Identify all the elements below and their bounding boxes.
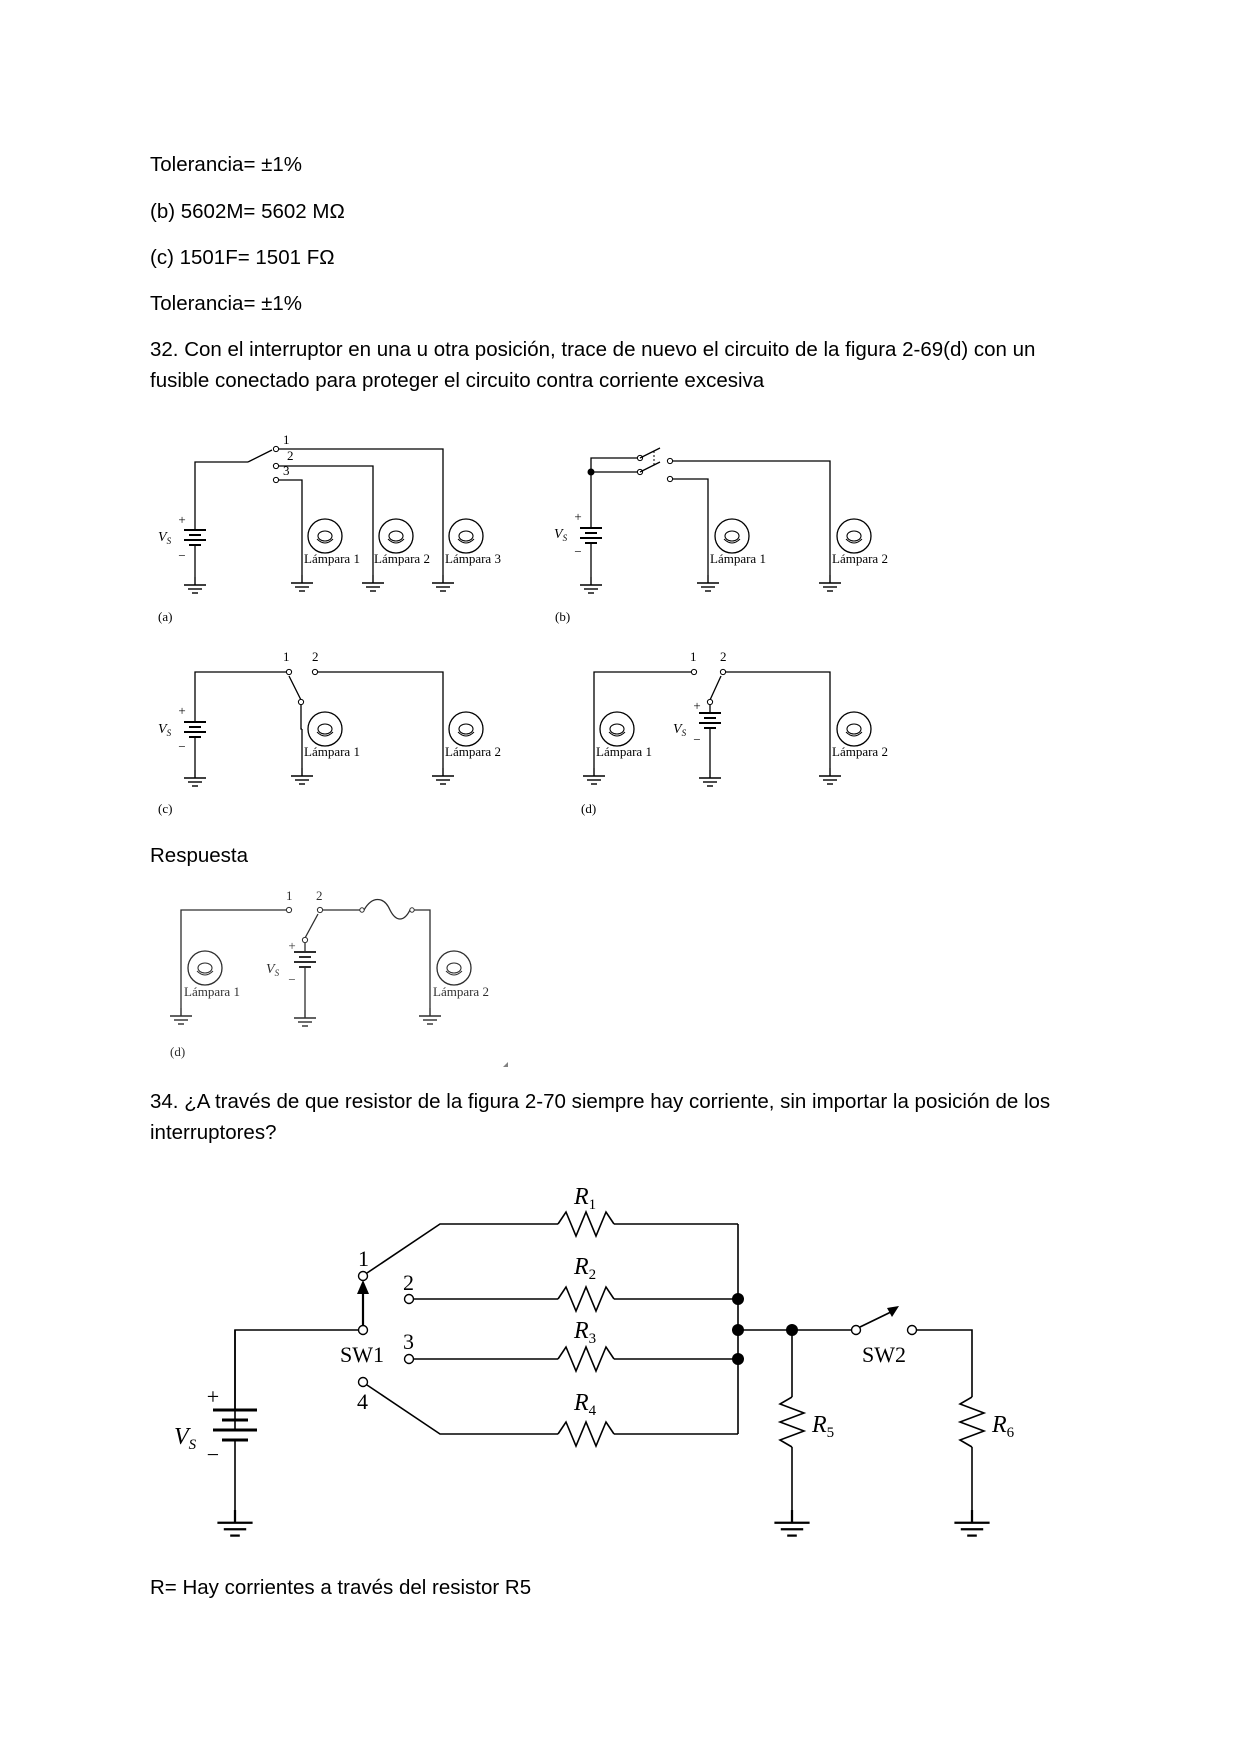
lamp-1-label: Lámpara 1 [304,551,360,566]
lamp-2-label: Lámpara 2 [433,984,489,999]
lamp-1-label: Lámpara 1 [304,744,360,759]
vs-label: VS [554,527,568,543]
switch-pos-2: 2 [720,649,727,664]
minus-sign: − [207,1442,219,1467]
minus-sign: − [288,972,295,987]
r5-label: R5 [811,1412,834,1441]
tolerance-line-2: Tolerancia= ±1% [150,292,302,315]
plus-sign: + [178,703,185,718]
circuit-b: + − VS Lámpara 1 Lámpara 2 (b) [554,447,888,624]
answer-34: R= Hay corrientes a través del resistor … [150,1576,532,1599]
r1-label: R1 [573,1184,596,1213]
lamp-2-label: Lámpara 2 [445,744,501,759]
vs-label: VS [266,962,280,978]
tolerance-line-1: Tolerancia= ±1% [150,153,302,176]
plus-sign: + [288,938,295,953]
minus-sign: − [178,739,185,754]
plus-sign: + [207,1384,219,1409]
lamp-2-label: Lámpara 2 [374,551,430,566]
question-34: 34. ¿A través de que resistor de la figu… [150,1090,1051,1144]
caption-c: (c) [158,801,172,816]
switch-pos-2: 2 [287,448,294,463]
circuit-a: + − VS 1 2 3 Lámpara 1 Lámpara 2 Lámpara… [158,432,501,624]
sw1-pos-4: 4 [357,1389,368,1414]
vs-label: VS [158,722,172,738]
lamp-1-label: Lámpara 1 [710,551,766,566]
vs-label: VS [673,722,687,738]
lamp-1-label: Lámpara 1 [596,744,652,759]
plus-sign: + [574,509,581,524]
answer-circuit: + − VS 1 2 Lámpara 1 Lámpara 2 (d) [169,888,508,1067]
resistor-code-c: (c) 1501F= 1501 FΩ [150,246,335,269]
sw1-pos-1: 1 [358,1246,369,1271]
caption-d: (d) [170,1044,185,1059]
vs-label: VS [174,1424,197,1453]
resize-mark-icon [503,1062,508,1067]
r6-label: R6 [991,1412,1015,1441]
switch-pos-1: 1 [283,649,290,664]
lamp-2-label: Lámpara 2 [832,551,888,566]
switch-pos-3: 3 [283,463,290,478]
switch-pos-2: 2 [312,649,319,664]
switch-pos-1: 1 [283,432,290,447]
resistor-code-b: (b) 5602M= 5602 MΩ [150,200,345,223]
sw1-label: SW1 [340,1342,384,1367]
circuit-d: + − VS 1 2 Lámpara 1 Lámpara 2 (d) [581,649,888,816]
vs-label: VS [158,530,172,546]
caption-a: (a) [158,609,172,624]
switch-pos-2: 2 [316,888,323,903]
switch-pos-1: 1 [286,888,293,903]
fuse-icon [363,898,411,920]
switch-pos-1: 1 [690,649,697,664]
r3-label: R3 [573,1318,596,1347]
figure-2-70: + − VS 1 2 3 4 SW1 SW2 R1 R2 R3 R4 R5 R6 [174,1184,1015,1537]
minus-sign: − [178,548,185,563]
minus-sign: − [693,732,700,747]
circuit-c: + − VS 1 2 Lámpara 1 Lámpara 2 (c) [158,649,501,816]
sw1-pos-2: 2 [403,1270,414,1295]
sw2-label: SW2 [862,1342,906,1367]
lamp-2-label: Lámpara 2 [832,744,888,759]
lamp-3-label: Lámpara 3 [445,551,501,566]
sw1-pos-3: 3 [403,1329,414,1354]
question-32: 32. Con el interruptor en una u otra pos… [150,338,1036,392]
minus-sign: − [574,544,581,559]
caption-b: (b) [555,609,570,624]
r2-label: R2 [573,1254,596,1283]
plus-sign: + [178,512,185,527]
plus-sign: + [693,698,700,713]
lamp-1-label: Lámpara 1 [184,984,240,999]
answer-heading: Respuesta [150,844,249,867]
caption-d: (d) [581,801,596,816]
r4-label: R4 [573,1390,597,1419]
